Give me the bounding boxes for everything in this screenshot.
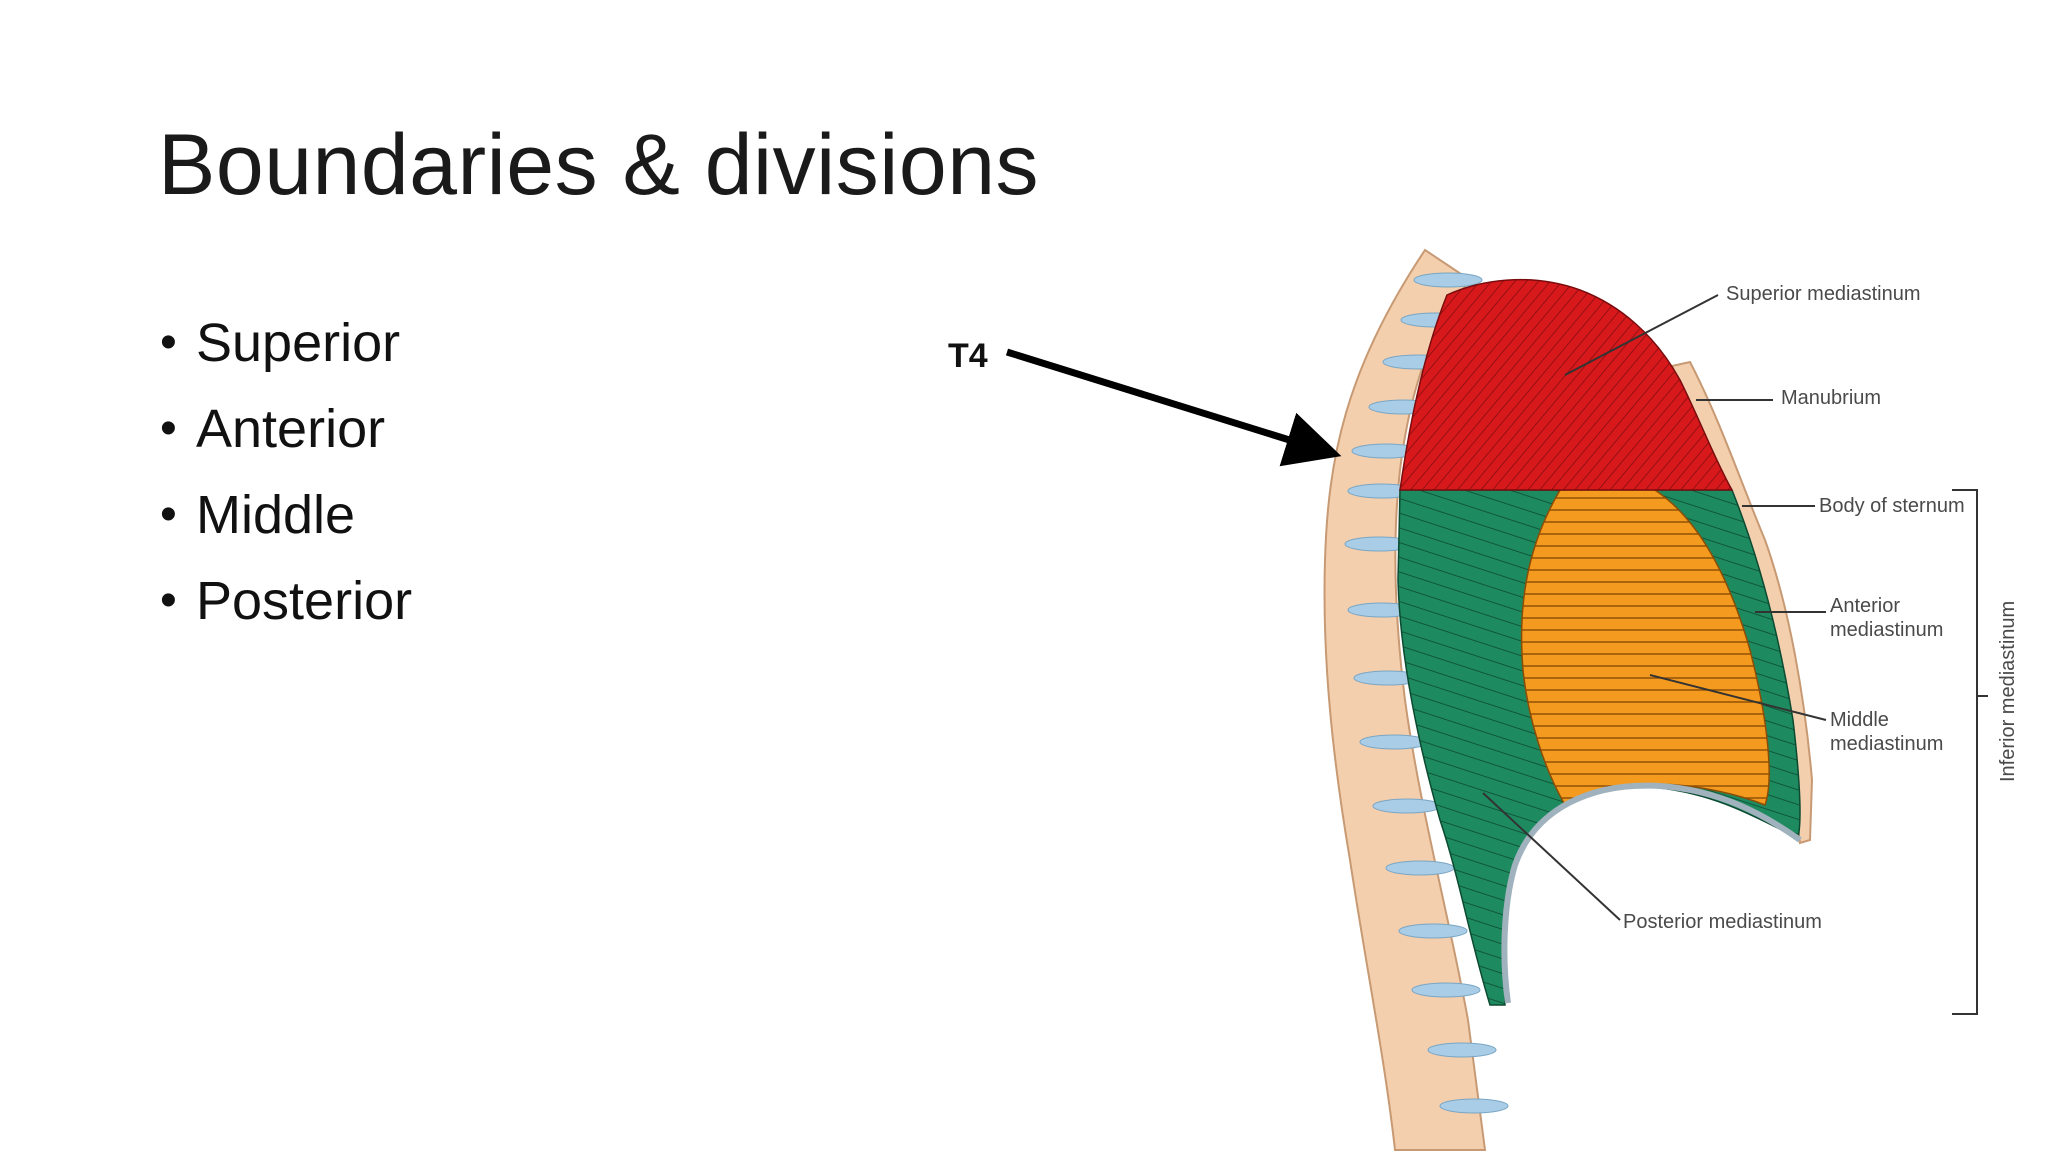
t4-label: T4	[948, 337, 988, 375]
intervertebral-disc	[1411, 982, 1481, 998]
superior-mediastinum-region	[1399, 278, 1734, 491]
list-item-label: Posterior	[196, 571, 413, 631]
label-posterior-mediastinum: Posterior mediastinum	[1623, 911, 1822, 933]
label-manubrium: Manubrium	[1781, 387, 1881, 409]
label-inferior-mediastinum: Inferior mediastinum	[1997, 601, 2019, 782]
posterior-mediastinum-leader	[1482, 792, 1621, 921]
division-list: • Superior • Anterior • Middle • Posterior	[158, 308, 412, 652]
diaphragm-outline	[1501, 782, 1802, 1004]
inferior-mediastinum-bracket	[1952, 489, 1978, 1015]
intervertebral-disc	[1439, 1098, 1509, 1114]
superior-mediastinum-leader	[1564, 294, 1719, 376]
label-body-of-sternum: Body of sternum	[1819, 495, 1965, 517]
list-item: • Superior	[158, 308, 412, 394]
bullet-icon: •	[160, 488, 177, 541]
list-item: • Anterior	[158, 394, 412, 480]
vertebral-column	[1323, 248, 1509, 1151]
bullet-icon: •	[160, 574, 177, 627]
label-anterior-mediastinum-2: mediastinum	[1830, 619, 1943, 641]
intervertebral-disc	[1385, 860, 1455, 876]
bullet-icon: •	[160, 402, 177, 455]
label-middle-mediastinum-1: Middle	[1830, 709, 1889, 731]
label-middle-mediastinum-2: mediastinum	[1830, 733, 1943, 755]
label-anterior-mediastinum-1: Anterior	[1830, 595, 1900, 617]
intervertebral-disc	[1413, 272, 1483, 288]
list-item-label: Middle	[196, 485, 356, 545]
intervertebral-disc	[1359, 734, 1429, 750]
intervertebral-disc	[1372, 798, 1442, 814]
t4-arrow	[1005, 348, 1342, 467]
label-superior-mediastinum: Superior mediastinum	[1726, 283, 1921, 305]
middle-mediastinum-leader	[1649, 674, 1827, 721]
list-item: • Posterior	[158, 566, 412, 652]
intervertebral-disc	[1398, 923, 1468, 939]
intervertebral-disc	[1427, 1042, 1497, 1058]
bullet-icon: •	[160, 316, 177, 369]
list-item: • Middle	[158, 480, 412, 566]
slide-title: Boundaries & divisions	[158, 117, 1040, 213]
list-item-label: Superior	[196, 313, 401, 373]
intervertebral-discs	[1344, 272, 1509, 1114]
list-item-label: Anterior	[196, 399, 386, 459]
